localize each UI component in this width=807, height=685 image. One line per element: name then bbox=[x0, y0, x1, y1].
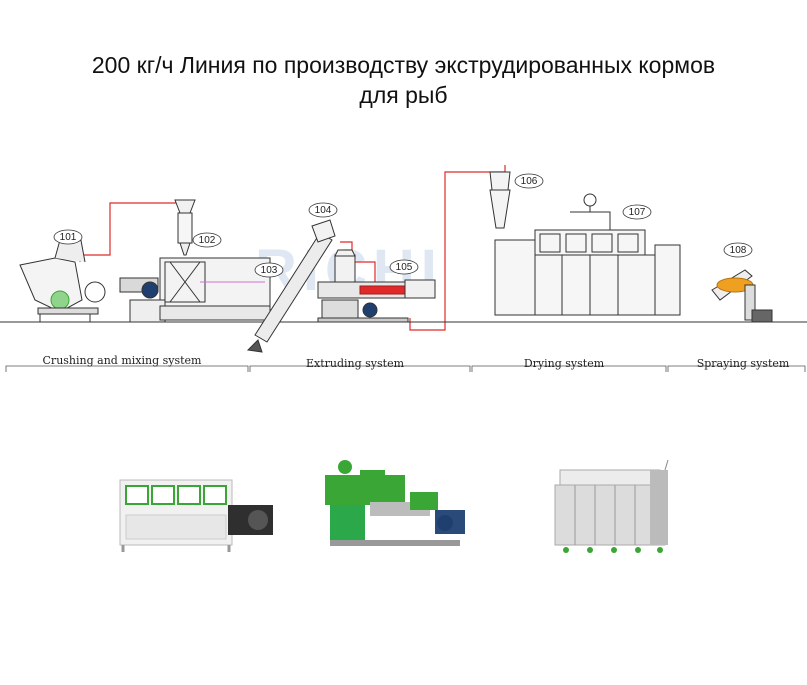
crusher-machine bbox=[19, 234, 106, 322]
machine-tag-107-text: 107 bbox=[629, 207, 646, 218]
extruder-machine bbox=[317, 279, 436, 323]
coating-machine bbox=[711, 269, 773, 323]
machine-tag-101-text: 101 bbox=[60, 232, 77, 243]
machine-tag-104-text: 104 bbox=[315, 205, 332, 216]
machine-tag-108: 108 bbox=[723, 242, 753, 258]
section-label-spraying: Spraying system bbox=[697, 357, 790, 370]
machine-tag-107: 107 bbox=[622, 204, 652, 220]
extruder-product-image bbox=[325, 460, 465, 546]
mixer-machine bbox=[119, 199, 271, 323]
dryer-product-image bbox=[554, 459, 669, 553]
machine-tag-105: 105 bbox=[389, 259, 419, 275]
screw-conveyor bbox=[246, 232, 333, 353]
machine-tag-108-text: 108 bbox=[730, 245, 747, 256]
machine-tag-103-text: 103 bbox=[261, 265, 278, 276]
section-label-drying: Drying system bbox=[524, 357, 605, 370]
section-dividers bbox=[5, 365, 806, 372]
diagram-title-line-2: для рыб bbox=[359, 82, 448, 108]
machine-tag-106-text: 106 bbox=[521, 176, 538, 187]
diagram-title-line-1: 200 кг/ч Линия по производству экструдир… bbox=[91, 52, 716, 78]
machine-tag-106: 106 bbox=[514, 173, 544, 189]
cyclone-separator bbox=[489, 171, 511, 229]
mixer-product-image bbox=[119, 479, 273, 552]
machine-tag-105-text: 105 bbox=[396, 262, 413, 273]
feeding-bin bbox=[311, 219, 356, 286]
section-label-crushing: Crushing and mixing system bbox=[43, 354, 203, 367]
machine-tag-101: 101 bbox=[53, 229, 83, 245]
machine-tag-103: 103 bbox=[254, 262, 284, 278]
machine-tag-104: 104 bbox=[308, 202, 338, 218]
dryer-machine bbox=[494, 193, 681, 316]
machine-tag-102-text: 102 bbox=[199, 235, 216, 246]
section-label-extruding: Extruding system bbox=[306, 357, 405, 370]
machine-tag-102: 102 bbox=[192, 232, 222, 248]
